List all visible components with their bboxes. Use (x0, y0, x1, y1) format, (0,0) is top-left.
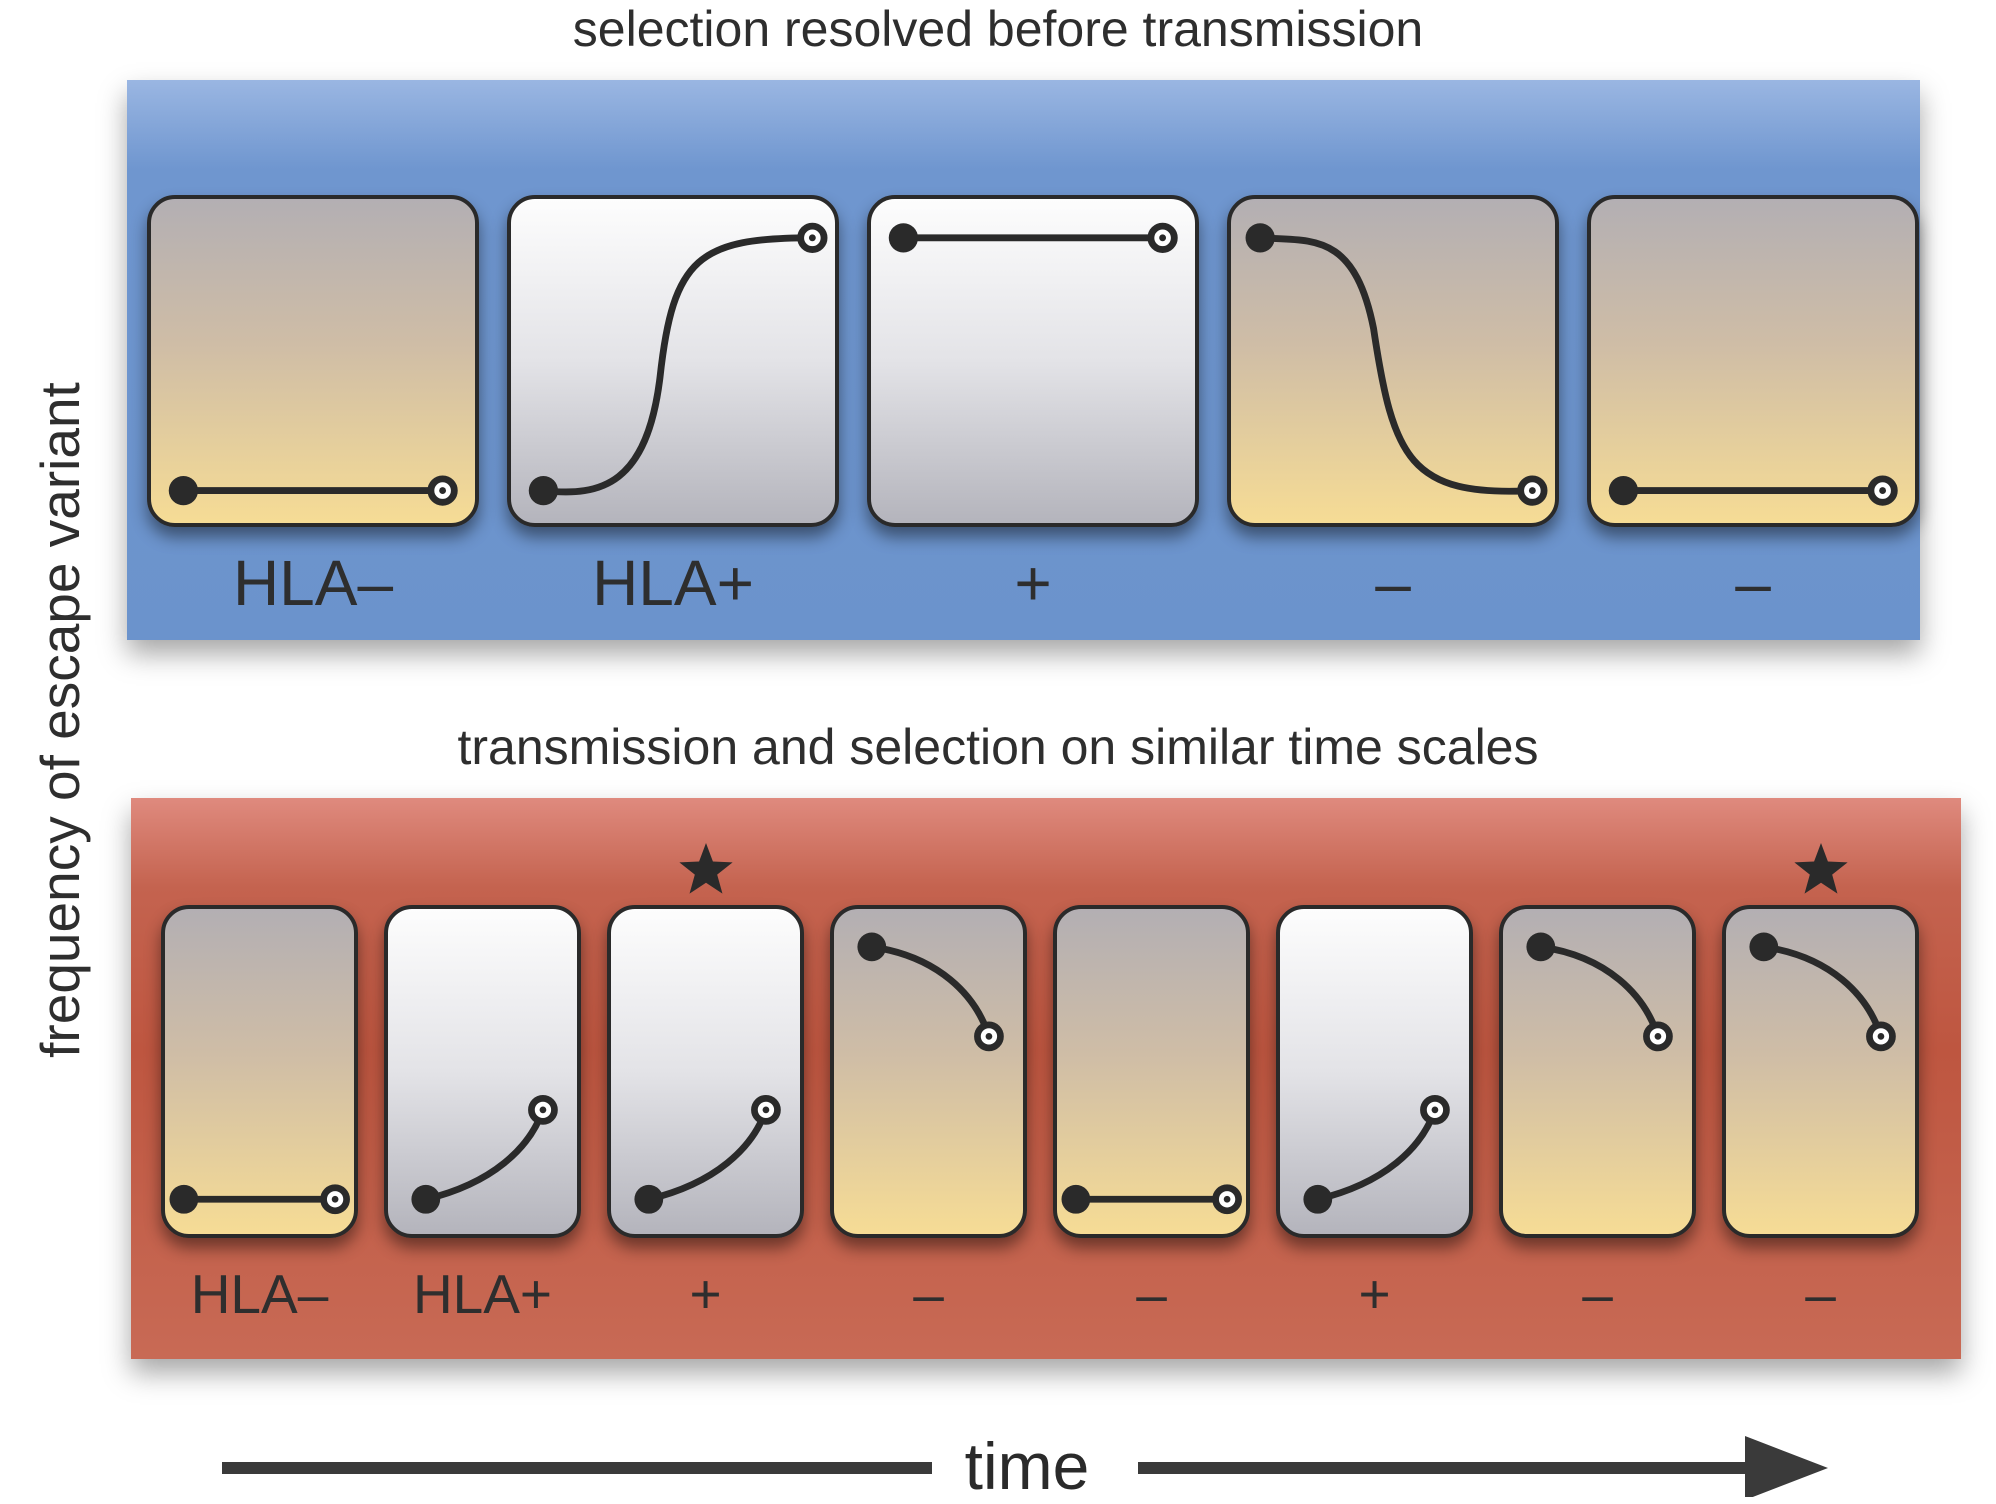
start-dot (1245, 223, 1275, 253)
y-axis-label: frequency of escape variant (29, 382, 91, 1058)
start-dot (169, 1184, 199, 1214)
start-dot (411, 1184, 441, 1214)
top-label-3: + (1014, 547, 1052, 619)
bottom-label-3: + (689, 1263, 722, 1325)
bottom-box-8 (1722, 905, 1919, 1238)
arrow-right-icon (1745, 1436, 1828, 1497)
bottom-box-3 (607, 905, 804, 1238)
frequency-curve (645, 1106, 770, 1203)
end-dot-center (808, 234, 816, 242)
bottom-box-7 (1499, 905, 1696, 1238)
top-curve-4 (1245, 223, 1548, 506)
bottom-label-5: – (1136, 1263, 1167, 1325)
start-dot (888, 223, 919, 253)
frequency-curve (868, 943, 993, 1040)
star-icon (678, 843, 733, 894)
time-axis-label: time (964, 1429, 1090, 1503)
frequency-curve (539, 234, 816, 496)
top-box-2 (507, 195, 839, 527)
end-dot-center (985, 1033, 993, 1040)
start-dot (1303, 1184, 1333, 1214)
bottom-curve-6 (1303, 1095, 1450, 1214)
top-box-1 (147, 195, 479, 527)
top-curve-1 (168, 475, 458, 506)
start-dot (528, 475, 559, 506)
bottom-curve-2 (411, 1095, 558, 1214)
top-curve-2 (528, 222, 828, 506)
top-box-5 (1587, 195, 1919, 527)
start-dot (1526, 932, 1556, 962)
end-dot-center (1528, 487, 1536, 495)
bottom-curve-4 (857, 932, 1004, 1052)
frequency-curve (1256, 234, 1536, 495)
start-dot (857, 932, 887, 962)
end-dot-center (331, 1195, 339, 1203)
frequency-curve (1760, 943, 1885, 1040)
bottom-box-6 (1276, 905, 1473, 1238)
top-curve-5 (1608, 475, 1898, 506)
end-dot-center (1877, 1033, 1885, 1040)
top-box-3 (867, 195, 1199, 527)
bottom-label-2: HLA+ (412, 1263, 553, 1325)
bottom-label-8: – (1805, 1263, 1836, 1325)
start-dot (634, 1184, 664, 1214)
end-dot-center (762, 1106, 770, 1114)
bottom-label-1: HLA– (190, 1263, 329, 1325)
bottom-label-6: + (1358, 1263, 1391, 1325)
bottom-curve-3 (634, 1095, 781, 1214)
start-dot (1608, 475, 1639, 506)
start-dot (168, 475, 199, 506)
top-panel-title: selection resolved before transmission (572, 1, 1424, 57)
end-dot-center (439, 487, 447, 495)
end-dot-center (1159, 234, 1167, 242)
bottom-curve-8 (1749, 932, 1896, 1052)
star-icon (1793, 843, 1848, 894)
bottom-box-2 (384, 905, 581, 1238)
end-dot-center (1431, 1106, 1439, 1114)
star-shape (1793, 843, 1848, 894)
end-dot-center (1879, 487, 1887, 495)
bottom-curve-1 (169, 1184, 350, 1215)
end-dot-center (1654, 1033, 1662, 1040)
end-dot-center (1223, 1195, 1231, 1203)
bottom-box-4 (830, 905, 1027, 1238)
top-box-4 (1227, 195, 1559, 527)
top-label-4: – (1375, 547, 1411, 619)
frequency-curve (1314, 1106, 1439, 1203)
top-label-5: – (1735, 547, 1771, 619)
bottom-panel-title: transmission and selection on similar ti… (457, 719, 1539, 775)
start-dot (1749, 932, 1779, 962)
top-label-2: HLA+ (592, 547, 754, 619)
bottom-box-5 (1053, 905, 1250, 1238)
star-shape (678, 843, 733, 894)
frequency-curve (422, 1106, 547, 1203)
end-dot-center (539, 1106, 547, 1114)
start-dot (1061, 1184, 1091, 1214)
top-curve-3 (888, 222, 1178, 253)
bottom-box-1 (161, 905, 358, 1238)
frequency-curve (1537, 943, 1662, 1040)
bottom-curve-5 (1061, 1184, 1242, 1215)
bottom-curve-7 (1526, 932, 1673, 1052)
bottom-label-4: – (913, 1263, 944, 1325)
top-label-1: HLA– (232, 547, 394, 619)
bottom-label-7: – (1582, 1263, 1613, 1325)
